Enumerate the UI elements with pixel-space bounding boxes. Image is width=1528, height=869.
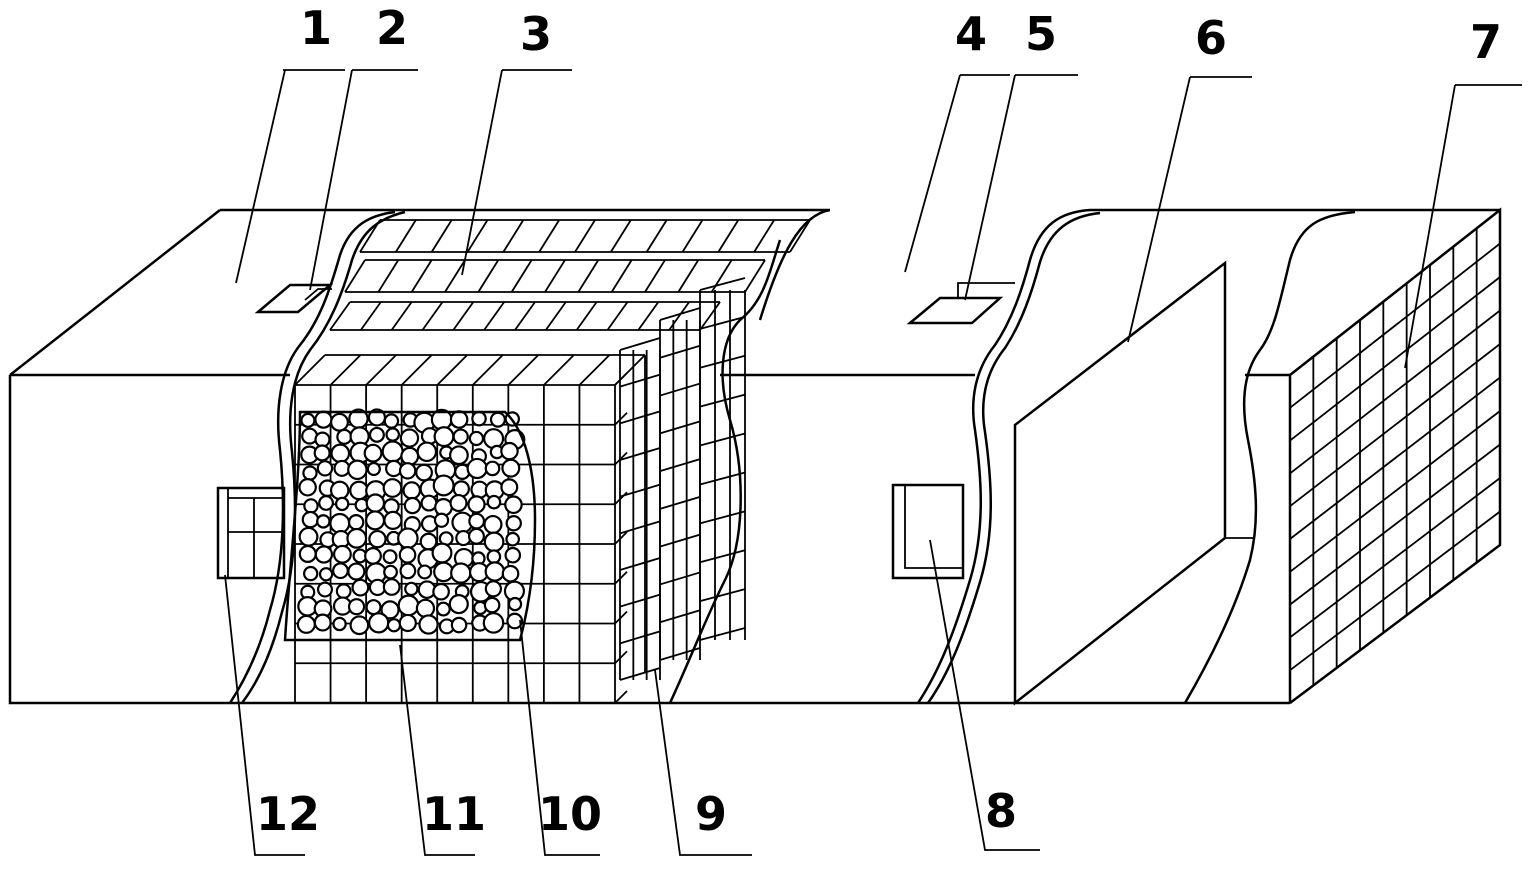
cutaway-boundary-left — [228, 210, 406, 704]
number-labels: 1 2 3 4 5 6 7 8 9 10 11 12 — [256, 1, 1502, 841]
front-door-middle — [891, 483, 965, 580]
label-7: 7 — [1470, 15, 1502, 69]
top-hatch-middle — [906, 282, 1015, 325]
stone-fill — [283, 408, 537, 642]
label-3: 3 — [520, 7, 552, 61]
front-window-left — [216, 486, 286, 580]
label-9: 9 — [695, 787, 727, 841]
label-11: 11 — [422, 787, 486, 841]
label-5: 5 — [1025, 7, 1057, 61]
label-12: 12 — [256, 787, 320, 841]
large-panel — [1013, 260, 1255, 706]
top-hatch-left — [254, 283, 334, 314]
label-1: 1 — [300, 1, 332, 55]
box-body — [8, 207, 1502, 705]
label-6: 6 — [1195, 11, 1227, 65]
label-10: 10 — [538, 787, 602, 841]
label-8: 8 — [985, 784, 1017, 838]
cutaway-boundary-middle — [916, 208, 1101, 704]
label-4: 4 — [955, 7, 987, 61]
cutaway-boundary-right — [1183, 210, 1356, 704]
cutaway-boundary-right-of-mesh — [668, 239, 782, 704]
end-face-grid — [1289, 209, 1501, 704]
label-2: 2 — [376, 1, 408, 55]
leader-lines — [224, 69, 1522, 856]
